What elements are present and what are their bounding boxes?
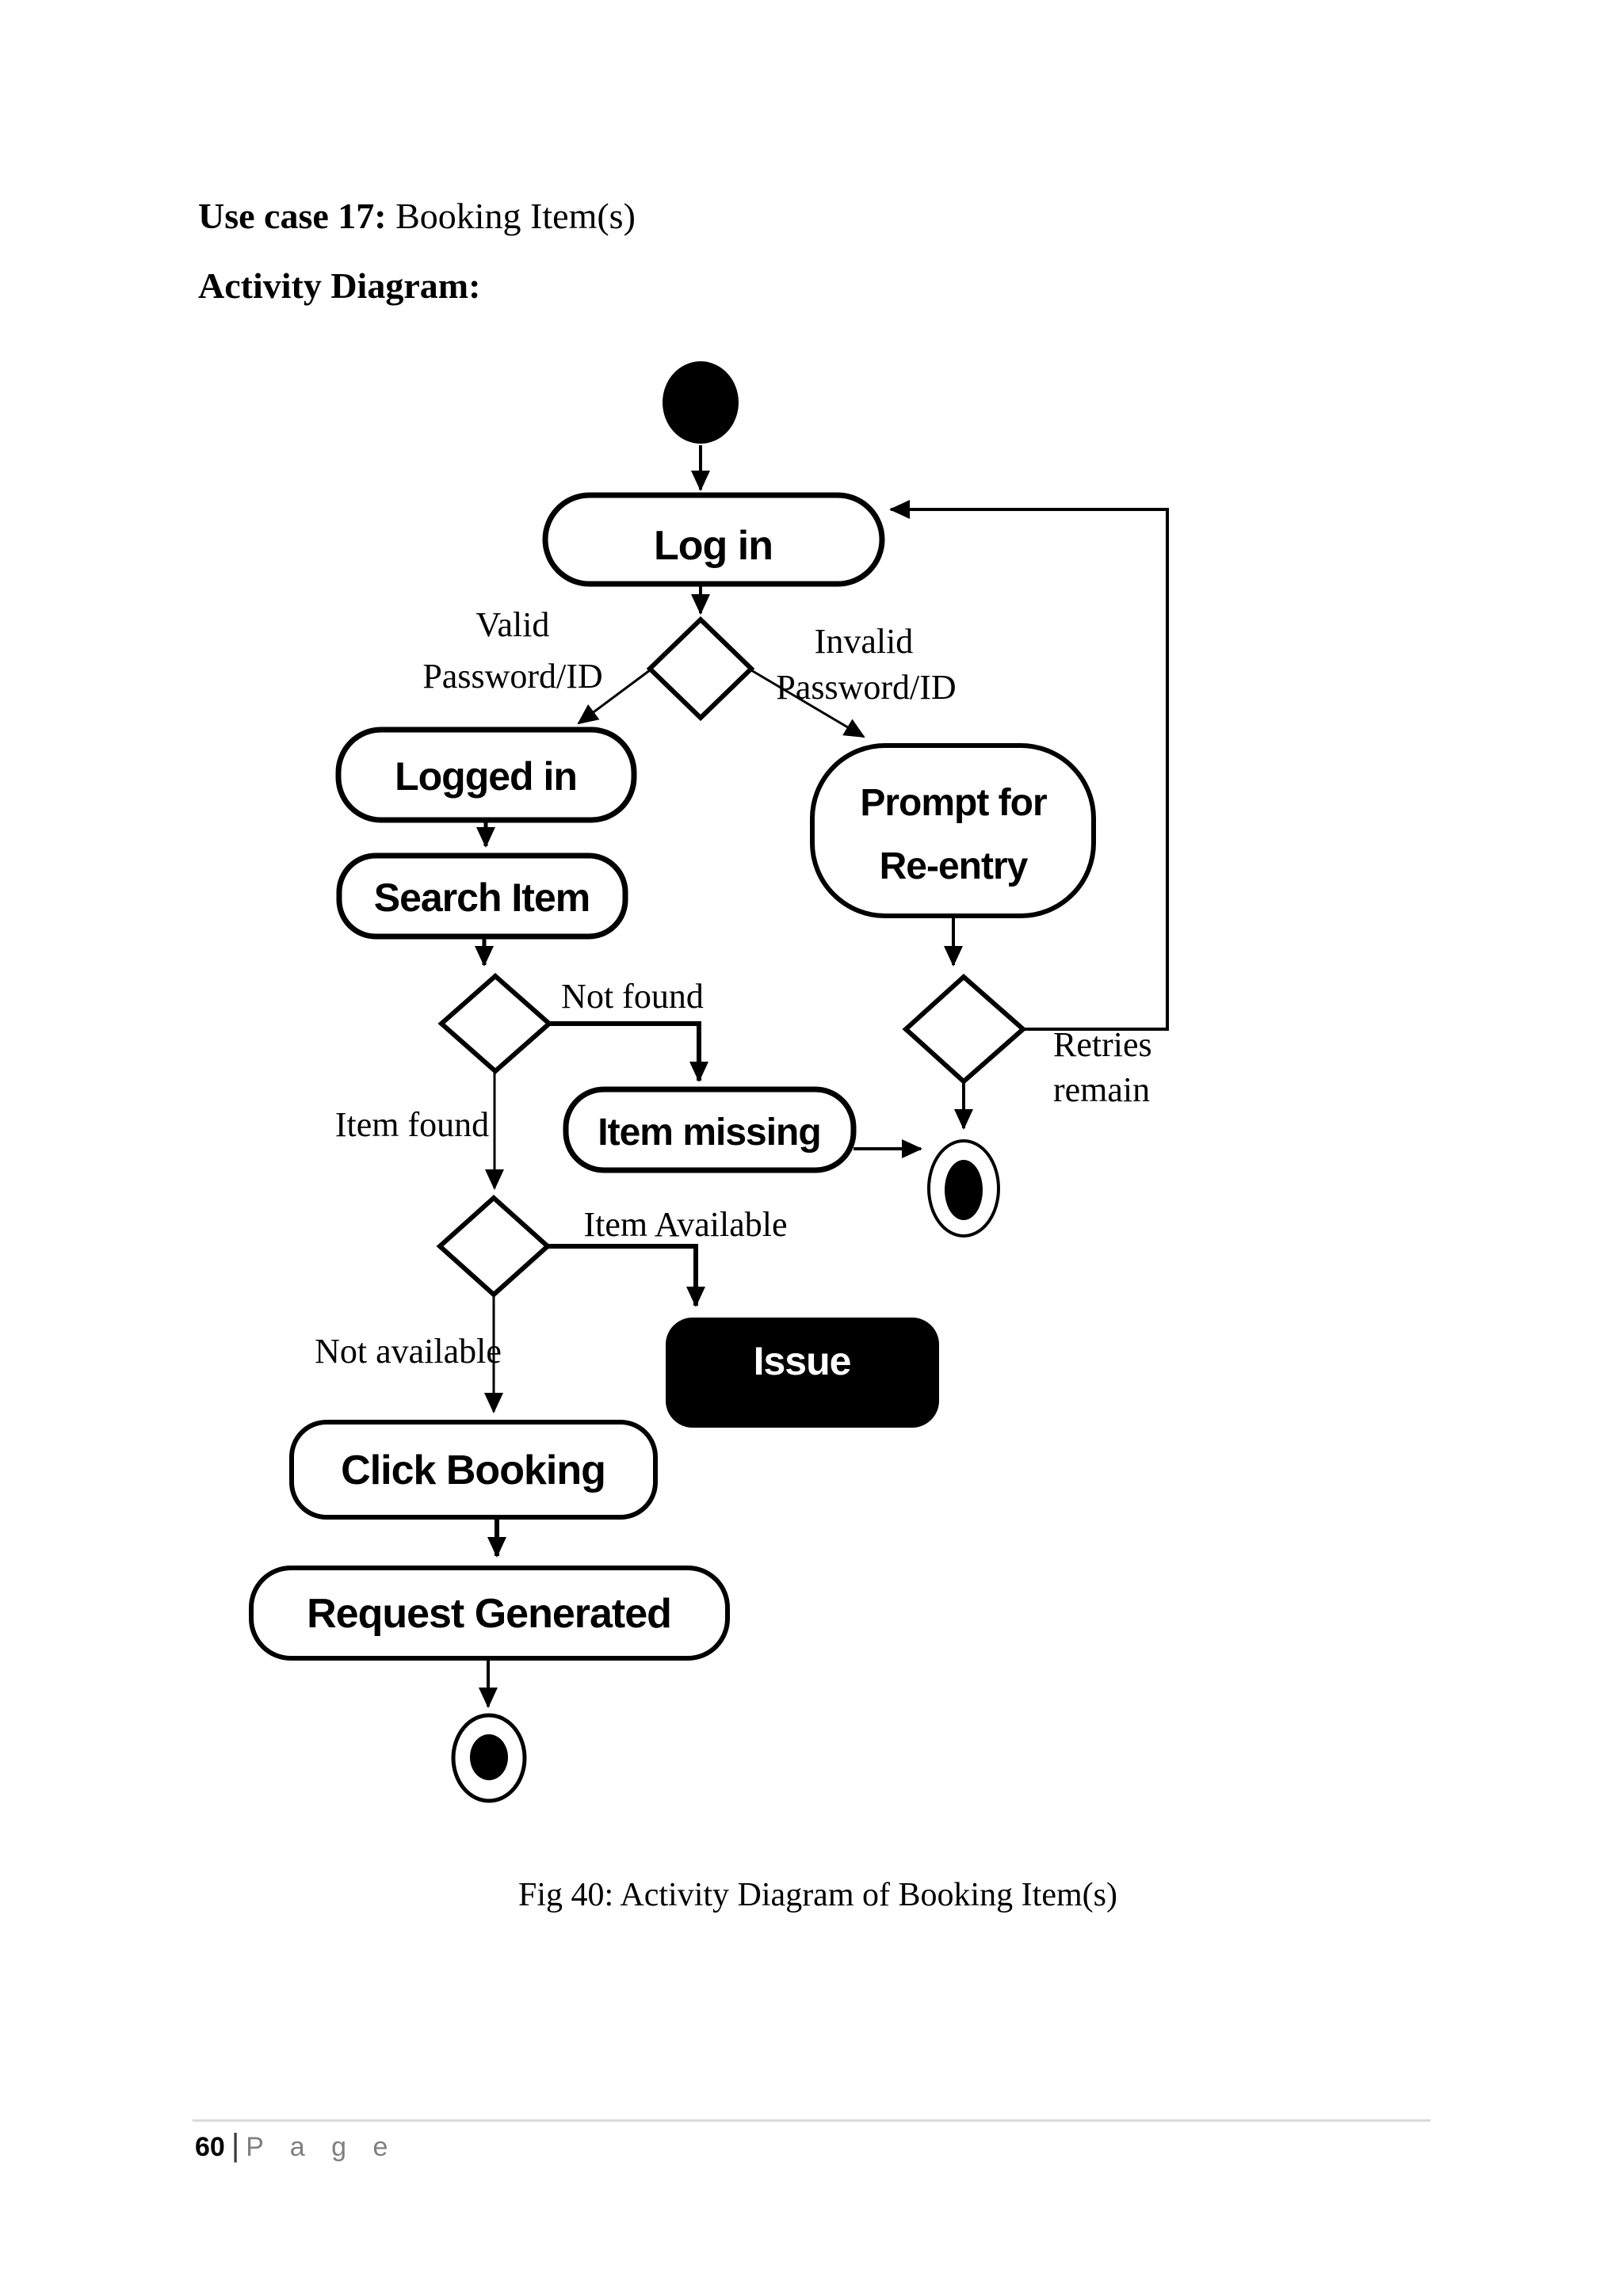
section-heading: Activity Diagram: [198,265,481,306]
itemavailable-label: Item Available [584,1205,788,1244]
password-decision-diamond [646,616,755,722]
valid-label-line1: Valid [476,605,550,644]
page-number: 60 [195,2132,225,2162]
valid-label-line2: Password/ID [422,657,602,696]
final-end-node-inner [470,1734,508,1780]
edge-decision-to-prompt [750,669,865,738]
invalid-label-line1: Invalid [815,622,914,661]
footer-page-word: P a g e [246,2132,398,2162]
login-label: Log in [654,523,773,569]
edge-retry-loop-to-login [889,500,1169,1031]
search-decision-diamond [437,972,553,1075]
requestgenerated-label: Request Generated [307,1591,671,1637]
use-case-heading: Use case 17: Booking Item(s) [198,196,636,237]
loggedin-label: Logged in [395,754,577,799]
footer-separator: | [231,2128,240,2163]
edge-availability-to-issue [548,1244,705,1307]
use-case-label: Use case 17: [198,196,387,236]
clickbooking-label: Click Booking [341,1447,605,1493]
start-node [663,361,739,444]
retry-decision-diamond [902,973,1027,1085]
searchitem-node [336,852,628,940]
footer-divider [193,2119,1430,2122]
figure-caption: Fig 40: Activity Diagram of Booking Item… [518,1877,1117,1913]
retries-label-line2: remain [1053,1070,1150,1109]
retries-label-line1: Retries [1053,1025,1152,1064]
edge-decision-to-loggedin [577,669,651,725]
end-node-retries-inner [945,1160,983,1220]
edge-decision-to-itemmissing [549,1021,708,1082]
prompt-label-line2: Re-entry [880,845,1029,887]
searchitem-label: Search Item [374,875,590,920]
prompt-node [810,743,1096,918]
issue-label: Issue [754,1339,851,1383]
prompt-label-line1: Prompt for [860,782,1047,824]
login-node [542,492,885,587]
notavailable-label: Not available [315,1332,502,1371]
page-footer: 60|P a g e [195,2128,397,2164]
itemfound-label: Item found [335,1105,489,1144]
itemmissing-node [563,1086,857,1173]
issue-node [666,1318,939,1428]
notfound-label: Not found [561,977,704,1016]
loggedin-node [335,727,637,823]
clickbooking-node [289,1420,658,1520]
use-case-title: Booking Item(s) [386,196,636,236]
invalid-label-line2: Password/ID [776,668,956,707]
itemmissing-label: Item missing [598,1112,820,1154]
availability-decision-diamond [436,1194,552,1299]
requestgenerated-node [249,1566,730,1661]
